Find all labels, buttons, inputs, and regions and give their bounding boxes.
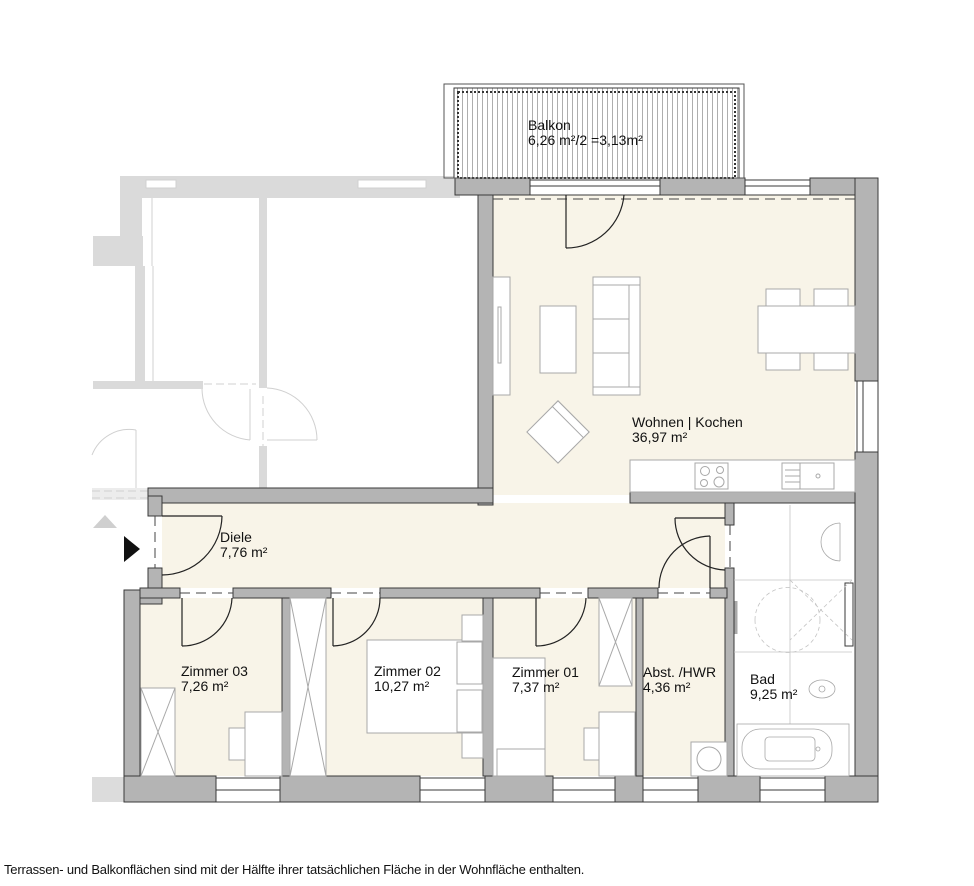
room-area: 6,26 m²/2 =3,13m² — [528, 132, 643, 148]
room-label-diele: Diele 7,76 m² — [220, 530, 267, 560]
room-label-bad: Bad 9,25 m² — [750, 672, 797, 702]
room-area: 9,25 m² — [750, 686, 798, 702]
room-area: 4,36 m² — [643, 679, 691, 695]
neighbor-entrance-marker — [93, 515, 117, 528]
room-name: Wohnen | Kochen — [632, 414, 743, 430]
room-name: Zimmer 01 — [512, 664, 579, 680]
neighbor-unit — [92, 176, 460, 500]
room-name: Zimmer 03 — [181, 663, 248, 679]
entrance-arrow-icon — [124, 536, 140, 562]
room-area: 10,27 m² — [374, 678, 430, 694]
room-name: Bad — [750, 671, 775, 687]
room-name: Balkon — [528, 117, 571, 133]
windows — [215, 179, 879, 803]
room-label-abst-hwr: Abst. /HWR 4,36 m² — [643, 665, 716, 695]
room-label-zimmer-02: Zimmer 02 10,27 m² — [374, 664, 441, 694]
footnote: Terrassen- und Balkonflächen sind mit de… — [4, 862, 585, 877]
room-name: Zimmer 02 — [374, 663, 441, 679]
room-label-zimmer-03: Zimmer 03 7,26 m² — [181, 664, 248, 694]
room-label-balkon: Balkon 6,26 m²/2 =3,13m² — [528, 118, 643, 148]
room-area: 7,37 m² — [512, 679, 560, 695]
room-label-zimmer-01: Zimmer 01 7,37 m² — [512, 665, 579, 695]
walls — [123, 177, 879, 803]
bathroom-fixtures — [734, 505, 853, 777]
furniture — [140, 276, 856, 777]
room-area: 36,97 m² — [632, 429, 688, 445]
balcony — [443, 83, 745, 179]
doors — [161, 194, 726, 647]
room-name: Diele — [220, 529, 252, 545]
room-label-wohnen-kochen: Wohnen | Kochen 36,97 m² — [632, 415, 743, 445]
room-name: Abst. /HWR — [643, 664, 717, 680]
room-area: 7,76 m² — [220, 544, 268, 560]
room-area: 7,26 m² — [181, 678, 229, 694]
